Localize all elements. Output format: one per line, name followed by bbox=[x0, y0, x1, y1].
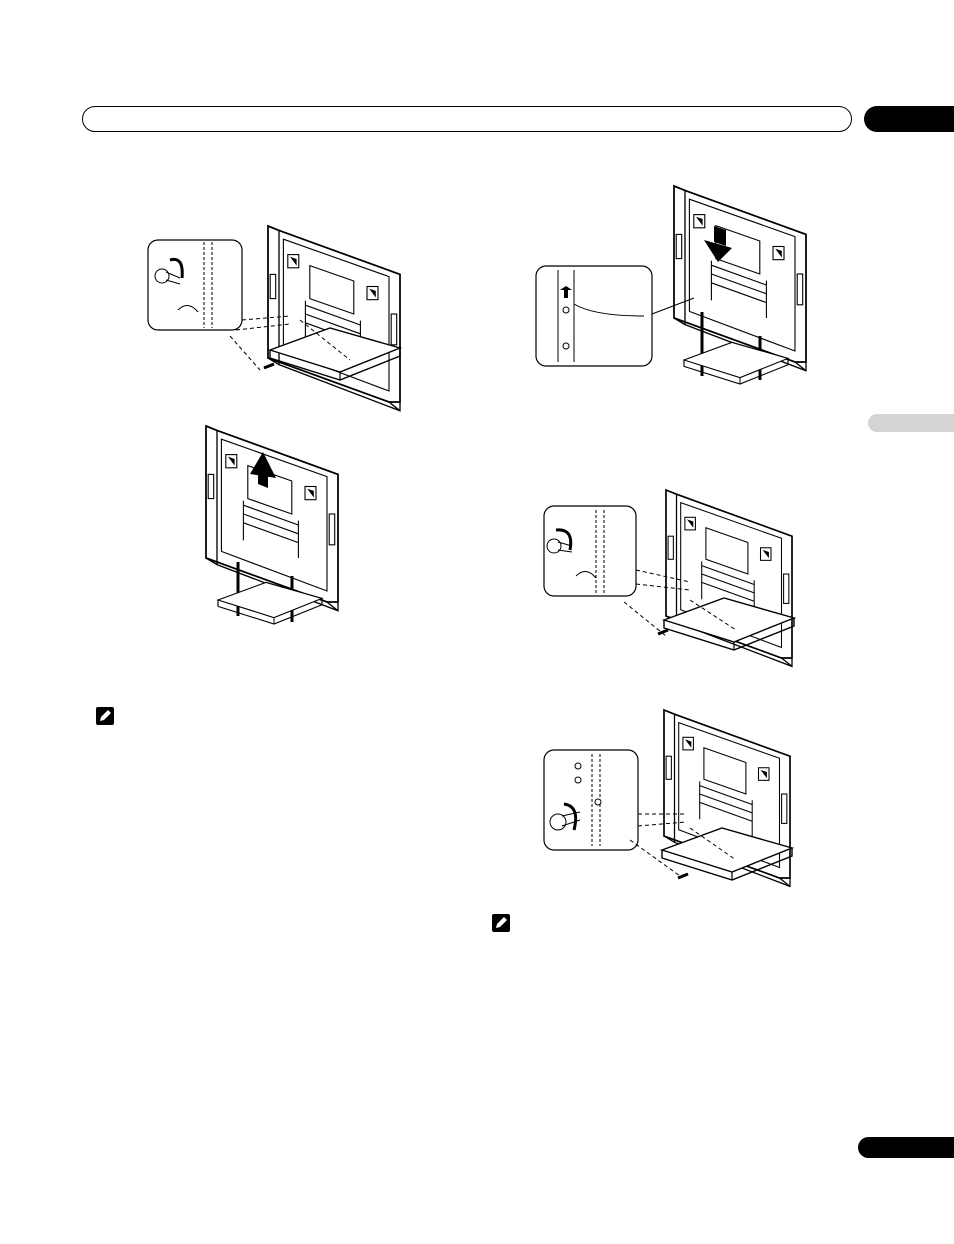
figure-tighten-screw bbox=[540, 710, 800, 890]
note-pencil-icon bbox=[492, 914, 510, 932]
figure-attach-screw bbox=[540, 490, 800, 660]
figure-lift-display bbox=[200, 426, 350, 636]
detail-inset bbox=[148, 240, 242, 330]
chapter-tab bbox=[864, 106, 954, 132]
note-pencil-icon bbox=[96, 707, 114, 725]
tv-rear-icon bbox=[268, 226, 400, 411]
side-section-tab bbox=[868, 414, 954, 432]
header-bar bbox=[82, 106, 852, 132]
page-number-tab bbox=[858, 1137, 954, 1158]
tv-rear-icon bbox=[674, 186, 806, 371]
detail-inset bbox=[544, 750, 638, 850]
figure-remove-screw bbox=[140, 220, 410, 400]
tv-rear-icon bbox=[206, 426, 338, 611]
figure-lower-display bbox=[534, 186, 804, 386]
